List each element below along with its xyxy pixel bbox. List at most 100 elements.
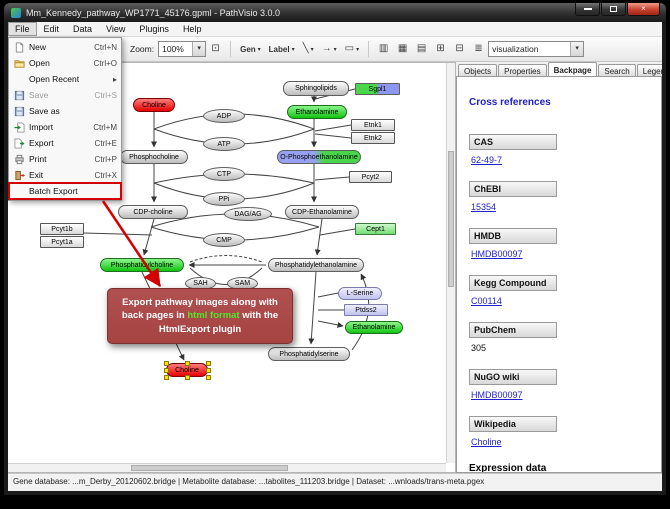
close-button[interactable]: × — [627, 3, 660, 16]
chevron-down-icon[interactable]: ▾ — [310, 46, 314, 53]
file-menu-item-batch-export[interactable]: Batch Export — [8, 182, 122, 200]
selection-handle[interactable] — [206, 361, 211, 366]
pathway-node-phosphatidylethanolamine[interactable]: Phosphatidylethanolamine — [268, 258, 364, 272]
pathway-node-pcyt1a[interactable]: Pcyt1a — [40, 236, 84, 248]
zoom-fit-button[interactable]: ⊡ — [207, 41, 224, 58]
xref-link[interactable]: 62-49-7 — [471, 155, 503, 165]
pathway-node-l-serine[interactable]: L-Serine — [338, 287, 382, 300]
tab-objects[interactable]: Objects — [458, 64, 498, 76]
line-tool-button[interactable]: ╲▾ — [300, 41, 317, 58]
zoom-select[interactable]: 100% ▾ — [158, 41, 207, 57]
zoom-label: Zoom: — [130, 44, 155, 54]
selection-handle[interactable] — [164, 368, 169, 373]
minimize-button[interactable] — [575, 3, 600, 16]
menu-data[interactable]: Data — [73, 24, 93, 34]
selection-handle[interactable] — [164, 375, 169, 380]
pathway-node-ethanolamine-bottom[interactable]: Ethanolamine — [345, 321, 403, 334]
pathway-node-ethanolamine-top[interactable]: Ethanolamine — [287, 105, 347, 119]
pathway-node-choline-top[interactable]: Choline — [133, 98, 175, 112]
pathway-node-o-phosphoethanolamine[interactable]: O-Phosphoethanolamine — [277, 150, 361, 164]
chevron-down-icon[interactable]: ▾ — [356, 46, 360, 53]
align-top-button[interactable]: ⊞ — [432, 41, 449, 58]
menu-file[interactable]: File — [8, 22, 37, 36]
xref-link[interactable]: Choline — [471, 437, 502, 447]
pathway-node-phosphatidylcholine[interactable]: Phosphatidylcholine — [100, 258, 184, 272]
vertical-scrollbar[interactable] — [446, 63, 455, 463]
arrow-tool-button[interactable]: →▾ — [319, 41, 340, 58]
menu-edit[interactable]: Edit — [43, 24, 60, 34]
align-left-button[interactable]: ▥ — [375, 41, 392, 58]
pathway-node-phosphocholine[interactable]: Phosphocholine — [120, 150, 188, 164]
xref-source-name: HMDB — [469, 228, 557, 244]
align-bottom-button[interactable]: ⊟ — [451, 41, 468, 58]
chevron-down-icon[interactable]: ▾ — [291, 46, 295, 53]
pathway-node-cdp-ethanolamine[interactable]: CDP-Ethanolamine — [285, 205, 359, 219]
xref-link[interactable]: HMDB00097 — [471, 249, 523, 259]
pathway-node-sphingolipids[interactable]: Sphingolipids — [283, 81, 349, 96]
pathway-node-cdp-choline[interactable]: CDP-choline — [118, 205, 188, 219]
visualization-select[interactable]: visualization ▾ — [488, 41, 585, 57]
pathway-node-choline-selected[interactable]: Choline — [164, 361, 211, 380]
pathway-node-etnk1[interactable]: Etnk1 — [351, 119, 395, 131]
menu-plugins[interactable]: Plugins — [139, 24, 169, 34]
file-menu-item-save-as[interactable]: Save as — [9, 103, 121, 119]
selection-handle[interactable] — [206, 375, 211, 380]
chevron-down-icon[interactable]: ▾ — [570, 42, 584, 56]
pathway-node-ppi[interactable]: PPi — [203, 192, 245, 206]
align-center-button[interactable]: ▦ — [394, 41, 411, 58]
import-icon — [11, 121, 27, 133]
horizontal-scrollbar[interactable] — [8, 463, 446, 472]
menu-view[interactable]: View — [106, 24, 126, 34]
pathway-node-dag-ag[interactable]: DAG/AG — [224, 207, 272, 221]
pathway-node-sgpl1[interactable]: Sgpl1 — [355, 83, 400, 95]
pathway-node-pcyt2[interactable]: Pcyt2 — [349, 171, 392, 183]
shape-tool-button[interactable]: ▭▾ — [342, 41, 362, 58]
menu-help[interactable]: Help — [182, 24, 202, 34]
pathway-node-etnk2[interactable]: Etnk2 — [351, 132, 395, 144]
tab-properties[interactable]: Properties — [498, 64, 547, 76]
sidebar-tabs: ObjectsPropertiesBackpageSearchLegend — [456, 62, 662, 77]
label-dropdown[interactable]: Label▾ — [266, 41, 298, 58]
xref-link[interactable]: HMDB00097 — [471, 390, 523, 400]
align-right-button[interactable]: ▤ — [413, 41, 430, 58]
scrollbar-thumb[interactable] — [130, 465, 289, 471]
chevron-down-icon[interactable]: ▾ — [192, 42, 206, 56]
pathway-node-ctp[interactable]: CTP — [203, 167, 245, 181]
file-menu-item-open-recent[interactable]: Open Recent▸ — [9, 71, 121, 87]
xref-link[interactable]: C00114 — [471, 296, 502, 306]
tab-backpage[interactable]: Backpage — [547, 62, 598, 76]
pathway-node-atp[interactable]: ATP — [203, 137, 245, 151]
pathway-node-pcyt1b[interactable]: Pcyt1b — [40, 223, 84, 235]
pathway-node-phosphatidylserine[interactable]: Phosphatidylserine — [268, 347, 350, 361]
chevron-down-icon[interactable]: ▾ — [257, 46, 261, 53]
file-menu-item-label: Export — [29, 138, 54, 148]
tab-legend[interactable]: Legend — [636, 64, 662, 76]
app-window: Mm_Kennedy_pathway_WP1771_45176.gpml - P… — [4, 3, 666, 495]
pathway-node-cept1[interactable]: Cept1 — [355, 223, 396, 235]
selection-handle[interactable] — [185, 361, 190, 366]
tab-search[interactable]: Search — [598, 64, 636, 76]
maximize-button[interactable] — [601, 3, 626, 16]
toolbar-separator — [230, 41, 232, 57]
xref-link[interactable]: 15354 — [471, 202, 497, 212]
selection-handle[interactable] — [206, 368, 211, 373]
scrollbar-thumb[interactable] — [448, 151, 454, 287]
datanode-dropdown[interactable]: Gen▾ — [237, 41, 264, 58]
chevron-down-icon[interactable]: ▾ — [333, 46, 337, 53]
button-label: Label — [268, 44, 290, 54]
selection-handle[interactable] — [185, 375, 190, 380]
shape-tool-icon: ▭ — [344, 43, 355, 54]
pathway-node-adp[interactable]: ADP — [203, 109, 245, 123]
pathway-node-ptdss2[interactable]: Ptdss2 — [344, 304, 388, 316]
pathway-node-cmp[interactable]: CMP — [203, 233, 245, 247]
selection-handle[interactable] — [164, 361, 169, 366]
stack-vertical-button[interactable]: ≣ — [470, 41, 487, 58]
